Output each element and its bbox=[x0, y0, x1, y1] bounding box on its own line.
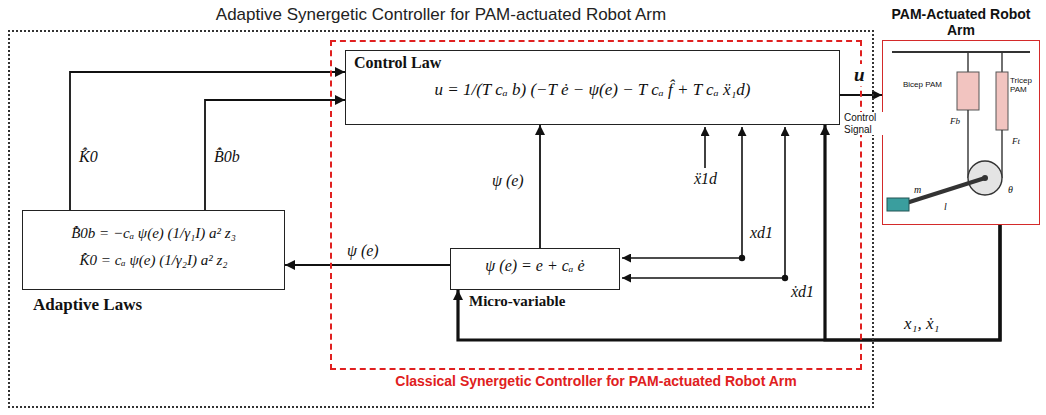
force-label: Fb bbox=[948, 116, 962, 126]
signal-name: ẋd1 bbox=[789, 283, 816, 301]
equation: K̂̇0 = cₐ ψ(e) (1/γ₂I) a² z₂ bbox=[72, 246, 236, 275]
box-heading: Micro-variable bbox=[469, 293, 565, 310]
controller-boundary: Adaptive Synergetic Controller for PAM-a… bbox=[8, 30, 874, 408]
input-wire bbox=[784, 127, 786, 278]
tendon bbox=[1001, 130, 1002, 178]
junction-dot bbox=[782, 275, 788, 281]
equation: u = 1/(T cₐ b) (−T ė − ψ(e) − T cₐ f̂ + … bbox=[424, 72, 760, 106]
panel-title: PAM-Actuated Robot Arm bbox=[879, 6, 1043, 38]
part-label: Tricep PAM bbox=[1010, 76, 1036, 94]
bicep-muscle bbox=[957, 72, 979, 110]
tendon bbox=[1001, 52, 1002, 72]
input-wire bbox=[741, 127, 743, 258]
signal-arrow bbox=[205, 100, 345, 210]
mass-label: m bbox=[912, 184, 923, 195]
length-label: l bbox=[942, 201, 949, 212]
signal-label: ψ (e) bbox=[345, 242, 381, 260]
robot-arm-panel: PAM-Actuated Robot Arm bbox=[882, 40, 1040, 225]
input-wire bbox=[622, 277, 785, 279]
force-label: Ft bbox=[1010, 136, 1022, 146]
signal-label: ψ (e) bbox=[490, 172, 526, 190]
ceiling bbox=[892, 51, 1030, 53]
signal-name: ẍ1d bbox=[692, 170, 719, 188]
tendon bbox=[967, 52, 968, 72]
junction-dot bbox=[739, 255, 745, 261]
signal-arrow bbox=[70, 72, 345, 210]
micro-variable-box: ψ (e) = e + cₐ ėMicro-variable bbox=[450, 248, 620, 290]
angle-label: θ bbox=[1006, 184, 1015, 195]
signal-label: B̂̇0b bbox=[212, 148, 242, 166]
region-caption: Classical Synergetic Controller for PAM-… bbox=[332, 373, 860, 389]
signal-label: K̂̇0 bbox=[77, 148, 100, 166]
tendon bbox=[967, 110, 968, 178]
signal-caption: Control Signal bbox=[842, 112, 884, 135]
signal-label: x₁, ẋ₁ bbox=[902, 314, 941, 334]
input-wire bbox=[622, 257, 742, 259]
signal-name: xd1 bbox=[748, 224, 775, 242]
adaptive-laws-box: B̂̇0b = −cₐ ψ(e) (1/γ₁I) a² z₃K̂̇0 = cₐ … bbox=[22, 210, 285, 290]
signal-arrow bbox=[825, 125, 1000, 340]
equation: B̂̇0b = −cₐ ψ(e) (1/γ₁I) a² z₃ bbox=[63, 211, 244, 246]
tricep-muscle bbox=[996, 72, 1008, 130]
pulley bbox=[968, 161, 1002, 195]
control-law-box: Control Lawu = 1/(T cₐ b) (−T ė − ψ(e) −… bbox=[345, 50, 840, 125]
classical-controller-region: Classical Synergetic Controller for PAM-… bbox=[330, 40, 862, 370]
region-title: Adaptive Synergetic Controller for PAM-a… bbox=[10, 5, 872, 25]
signal-label: u bbox=[852, 64, 867, 86]
box-heading: Control Law bbox=[346, 51, 449, 72]
signal-arrow bbox=[539, 125, 541, 248]
payload-mass bbox=[887, 198, 909, 211]
signal-arrow bbox=[285, 264, 450, 266]
joint bbox=[982, 175, 988, 181]
equation: ψ (e) = e + cₐ ė bbox=[477, 249, 592, 283]
part-label: Bicep PAM bbox=[901, 80, 944, 89]
box-heading: Adaptive Laws bbox=[33, 295, 142, 315]
input-wire bbox=[704, 127, 706, 168]
